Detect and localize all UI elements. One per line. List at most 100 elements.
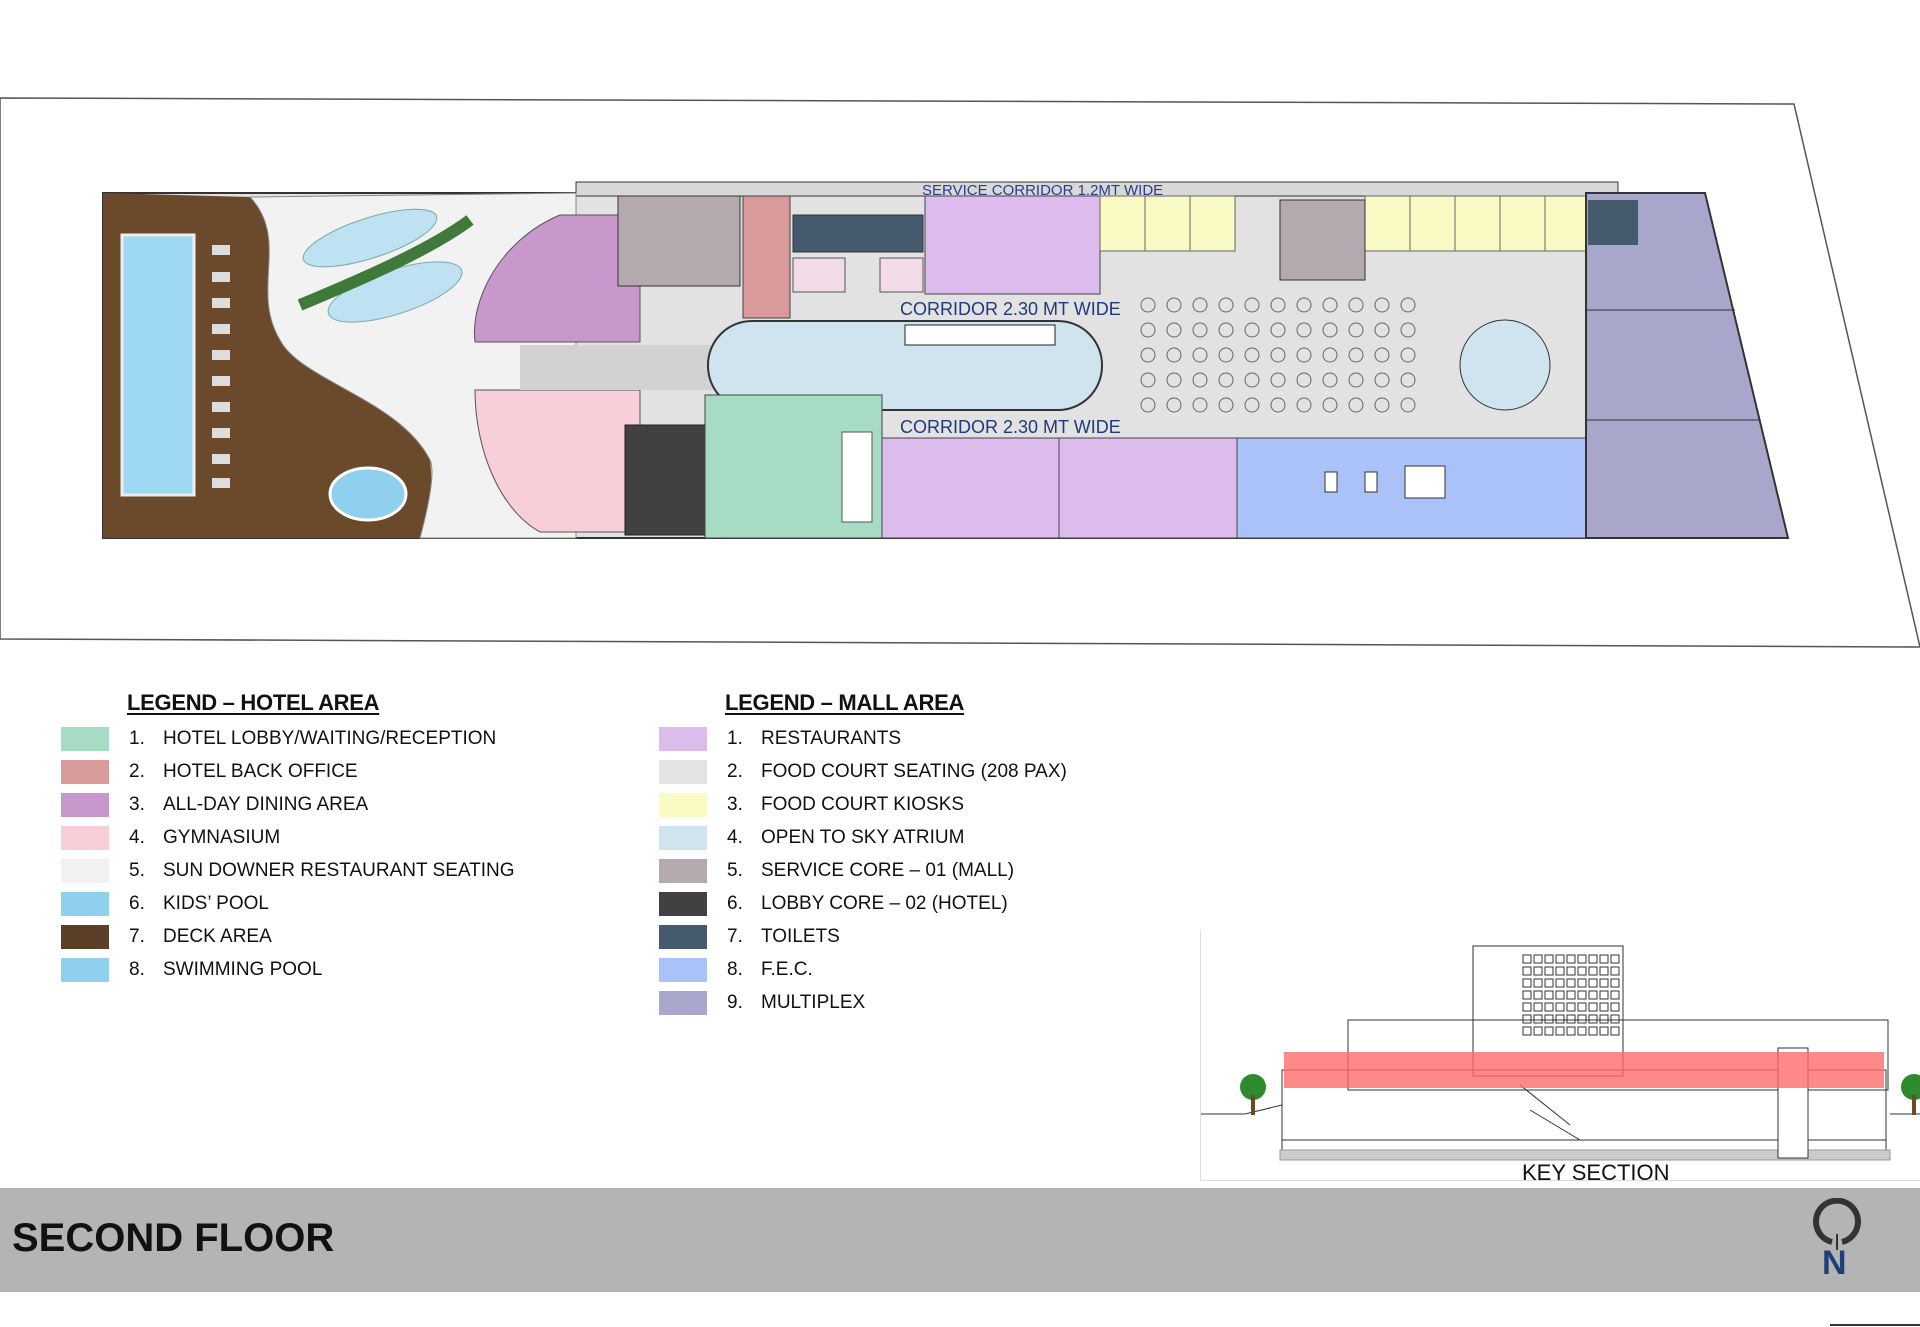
table-icon <box>1296 322 1312 338</box>
table-icon <box>1374 397 1390 413</box>
table-icon <box>1218 297 1234 313</box>
legend-swatch <box>61 892 109 916</box>
table-icon <box>1166 297 1182 313</box>
legend-swatch <box>659 760 707 784</box>
escalator <box>904 324 1056 346</box>
window-icon <box>1577 1026 1587 1036</box>
legend-label: DECK AREA <box>163 926 272 947</box>
legend-item: 2.FOOD COURT SEATING (208 PAX) <box>659 759 1067 785</box>
table-icon <box>1348 297 1364 313</box>
legend-swatch <box>659 826 707 850</box>
legend-item: 4.GYMNASIUM <box>61 825 280 851</box>
atrium-round <box>1459 319 1551 411</box>
sun-downer-pod <box>302 208 438 268</box>
legend-item: 2.HOTEL BACK OFFICE <box>61 759 358 785</box>
window-icon <box>1577 954 1587 964</box>
window-icon <box>1599 954 1609 964</box>
table-icon <box>1218 347 1234 363</box>
lobby-core-02 <box>624 424 706 536</box>
table-icon <box>1218 322 1234 338</box>
hotel-back-office <box>742 195 791 319</box>
tree-icon <box>1240 1074 1266 1115</box>
table-icon <box>1270 397 1286 413</box>
tree-icon <box>1901 1074 1920 1115</box>
window-icon <box>1588 990 1598 1000</box>
kids-pool <box>328 466 408 522</box>
table-icon <box>1218 397 1234 413</box>
legend-number: 2. <box>727 761 743 782</box>
legend-mall-title: LEGEND – MALL AREA <box>725 690 965 715</box>
legend-item: 1.RESTAURANTS <box>659 726 901 752</box>
table-icon <box>1296 347 1312 363</box>
window-icon <box>1588 1014 1598 1024</box>
window-icon <box>1544 1002 1554 1012</box>
table-icon <box>1270 322 1286 338</box>
table-icon <box>1166 397 1182 413</box>
table-icon <box>1244 347 1260 363</box>
legend-item: 6.LOBBY CORE – 02 (HOTEL) <box>659 891 1008 917</box>
window-icon <box>1599 978 1609 988</box>
legend-swatch <box>61 958 109 982</box>
table-icon <box>1270 297 1286 313</box>
legend-number: 1. <box>727 728 743 749</box>
window-icon <box>1599 1002 1609 1012</box>
table-icon <box>1192 397 1208 413</box>
legend-item: 6.KIDS’ POOL <box>61 891 269 917</box>
legend-number: 7. <box>727 926 743 947</box>
window-icon <box>1555 978 1565 988</box>
legend-hotel-title: LEGEND – HOTEL AREA <box>127 690 380 715</box>
legend-label: SERVICE CORE – 01 (MALL) <box>761 860 1015 881</box>
table-icon <box>1400 397 1416 413</box>
table-icon <box>1140 372 1156 388</box>
table-icon <box>1322 347 1338 363</box>
key-section-frame <box>1200 930 1920 1181</box>
legend-swatch <box>659 925 707 949</box>
window-icon <box>1522 954 1532 964</box>
legend-swatch <box>659 793 707 817</box>
table-icon <box>1140 347 1156 363</box>
legend-number: 2. <box>129 761 145 782</box>
window-icon <box>1555 966 1565 976</box>
toilets <box>792 214 924 253</box>
window-icon <box>1610 1026 1620 1036</box>
legend-label: SUN DOWNER RESTAURANT SEATING <box>163 860 515 881</box>
legend-item: 5.SUN DOWNER RESTAURANT SEATING <box>61 858 515 884</box>
legend-item: 8.F.E.C. <box>659 957 813 983</box>
table-icon <box>1400 297 1416 313</box>
legend-swatch <box>659 892 707 916</box>
table-icon <box>1192 322 1208 338</box>
corridor-left <box>520 345 720 390</box>
window-icon <box>1533 1002 1543 1012</box>
window-icon <box>1522 1026 1532 1036</box>
window-icon <box>1610 990 1620 1000</box>
fec-game <box>1404 465 1446 499</box>
window-icon <box>1610 1014 1620 1024</box>
window-icon <box>1544 1014 1554 1024</box>
table-icon <box>1400 372 1416 388</box>
legend-number: 3. <box>727 794 743 815</box>
window-icon <box>1544 990 1554 1000</box>
legend-item: 1.HOTEL LOBBY/WAITING/RECEPTION <box>61 726 496 752</box>
window-icon <box>1588 978 1598 988</box>
table-icon <box>1374 297 1390 313</box>
fec-game <box>1364 471 1378 493</box>
table-icon <box>1400 322 1416 338</box>
table-icon <box>1166 322 1182 338</box>
window-icon <box>1555 990 1565 1000</box>
corridor-bottom-label: CORRIDOR 2.30 MT WIDE <box>900 417 1121 437</box>
window-icon <box>1566 1014 1576 1024</box>
table-icon <box>1296 297 1312 313</box>
restaurant-top <box>924 195 1101 295</box>
window-icon <box>1533 990 1543 1000</box>
legend-number: 9. <box>727 992 743 1013</box>
legend-item: 9.MULTIPLEX <box>659 990 865 1016</box>
window-icon <box>1544 966 1554 976</box>
window-icon <box>1588 1002 1598 1012</box>
north-arrow-icon: N <box>1812 1197 1862 1284</box>
legend-number: 4. <box>129 827 145 848</box>
legend-item: 7.TOILETS <box>659 924 840 950</box>
table-icon <box>1374 347 1390 363</box>
legend-number: 5. <box>727 860 743 881</box>
table-icon <box>1322 397 1338 413</box>
table-icon <box>1140 322 1156 338</box>
